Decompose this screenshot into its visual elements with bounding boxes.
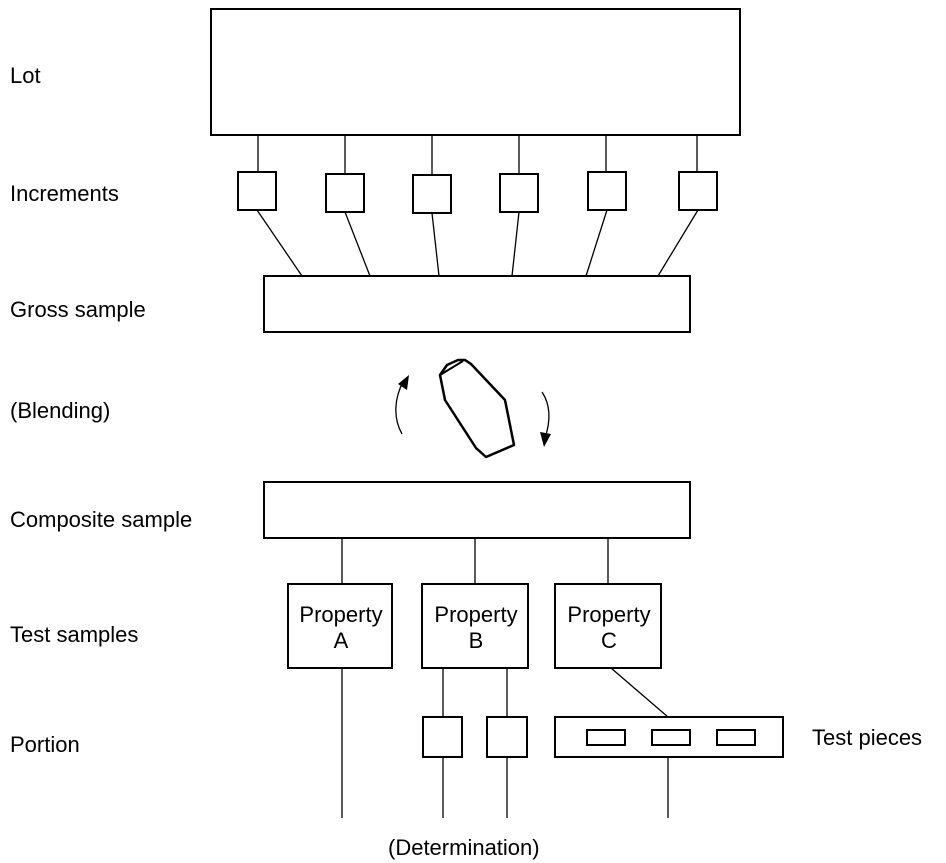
increment-box <box>587 171 627 211</box>
composite-sample-box <box>263 481 691 539</box>
determination-label: (Determination) <box>388 835 540 860</box>
increment-gross-connectors <box>256 209 699 277</box>
test-sample-c-line2: C <box>601 628 617 653</box>
test-sample-box-b <box>421 583 529 669</box>
increment-box <box>678 171 718 211</box>
test-sample-b-label: Property B <box>422 602 530 654</box>
test-piece <box>651 729 691 746</box>
test-piece <box>716 729 756 746</box>
test-sample-box-c <box>554 583 662 669</box>
row-label-increments: Increments <box>10 181 119 206</box>
lot-increment-connectors <box>257 135 698 175</box>
test-piece <box>586 729 626 746</box>
row-label-test-samples: Test samples <box>10 622 139 647</box>
blending-container-icon <box>438 358 516 459</box>
row-label-composite-sample: Composite sample <box>10 507 193 532</box>
increment-boxes <box>237 171 718 214</box>
test-pieces-tray <box>554 716 784 758</box>
lot-box <box>210 8 741 136</box>
test-pieces-label: Test pieces <box>812 725 923 750</box>
test-sample-a-line2: A <box>333 628 349 653</box>
portion-box <box>486 716 528 758</box>
row-label-portion: Portion <box>10 732 80 757</box>
portion-box <box>422 716 463 758</box>
composite-test-connectors <box>341 538 609 584</box>
test-sample-c-label: Property C <box>555 602 663 654</box>
test-sample-box-a <box>287 583 393 669</box>
row-label-gross-sample: Gross sample <box>10 297 146 322</box>
gross-sample-box <box>263 275 691 333</box>
increment-box <box>499 173 539 213</box>
portion-connectors <box>341 667 669 818</box>
increment-box <box>325 173 365 213</box>
increment-box <box>412 174 452 214</box>
test-sample-b-line1: Property <box>434 602 518 627</box>
increment-box <box>237 171 277 211</box>
test-sample-a-line1: Property <box>299 602 383 627</box>
test-sample-a-label: Property A <box>288 602 394 654</box>
row-label-lot: Lot <box>10 63 41 88</box>
test-sample-c-line1: Property <box>567 602 651 627</box>
test-sample-b-line2: B <box>468 628 484 653</box>
row-label-blending: (Blending) <box>10 398 111 423</box>
rotation-arrows-icon <box>395 375 551 447</box>
